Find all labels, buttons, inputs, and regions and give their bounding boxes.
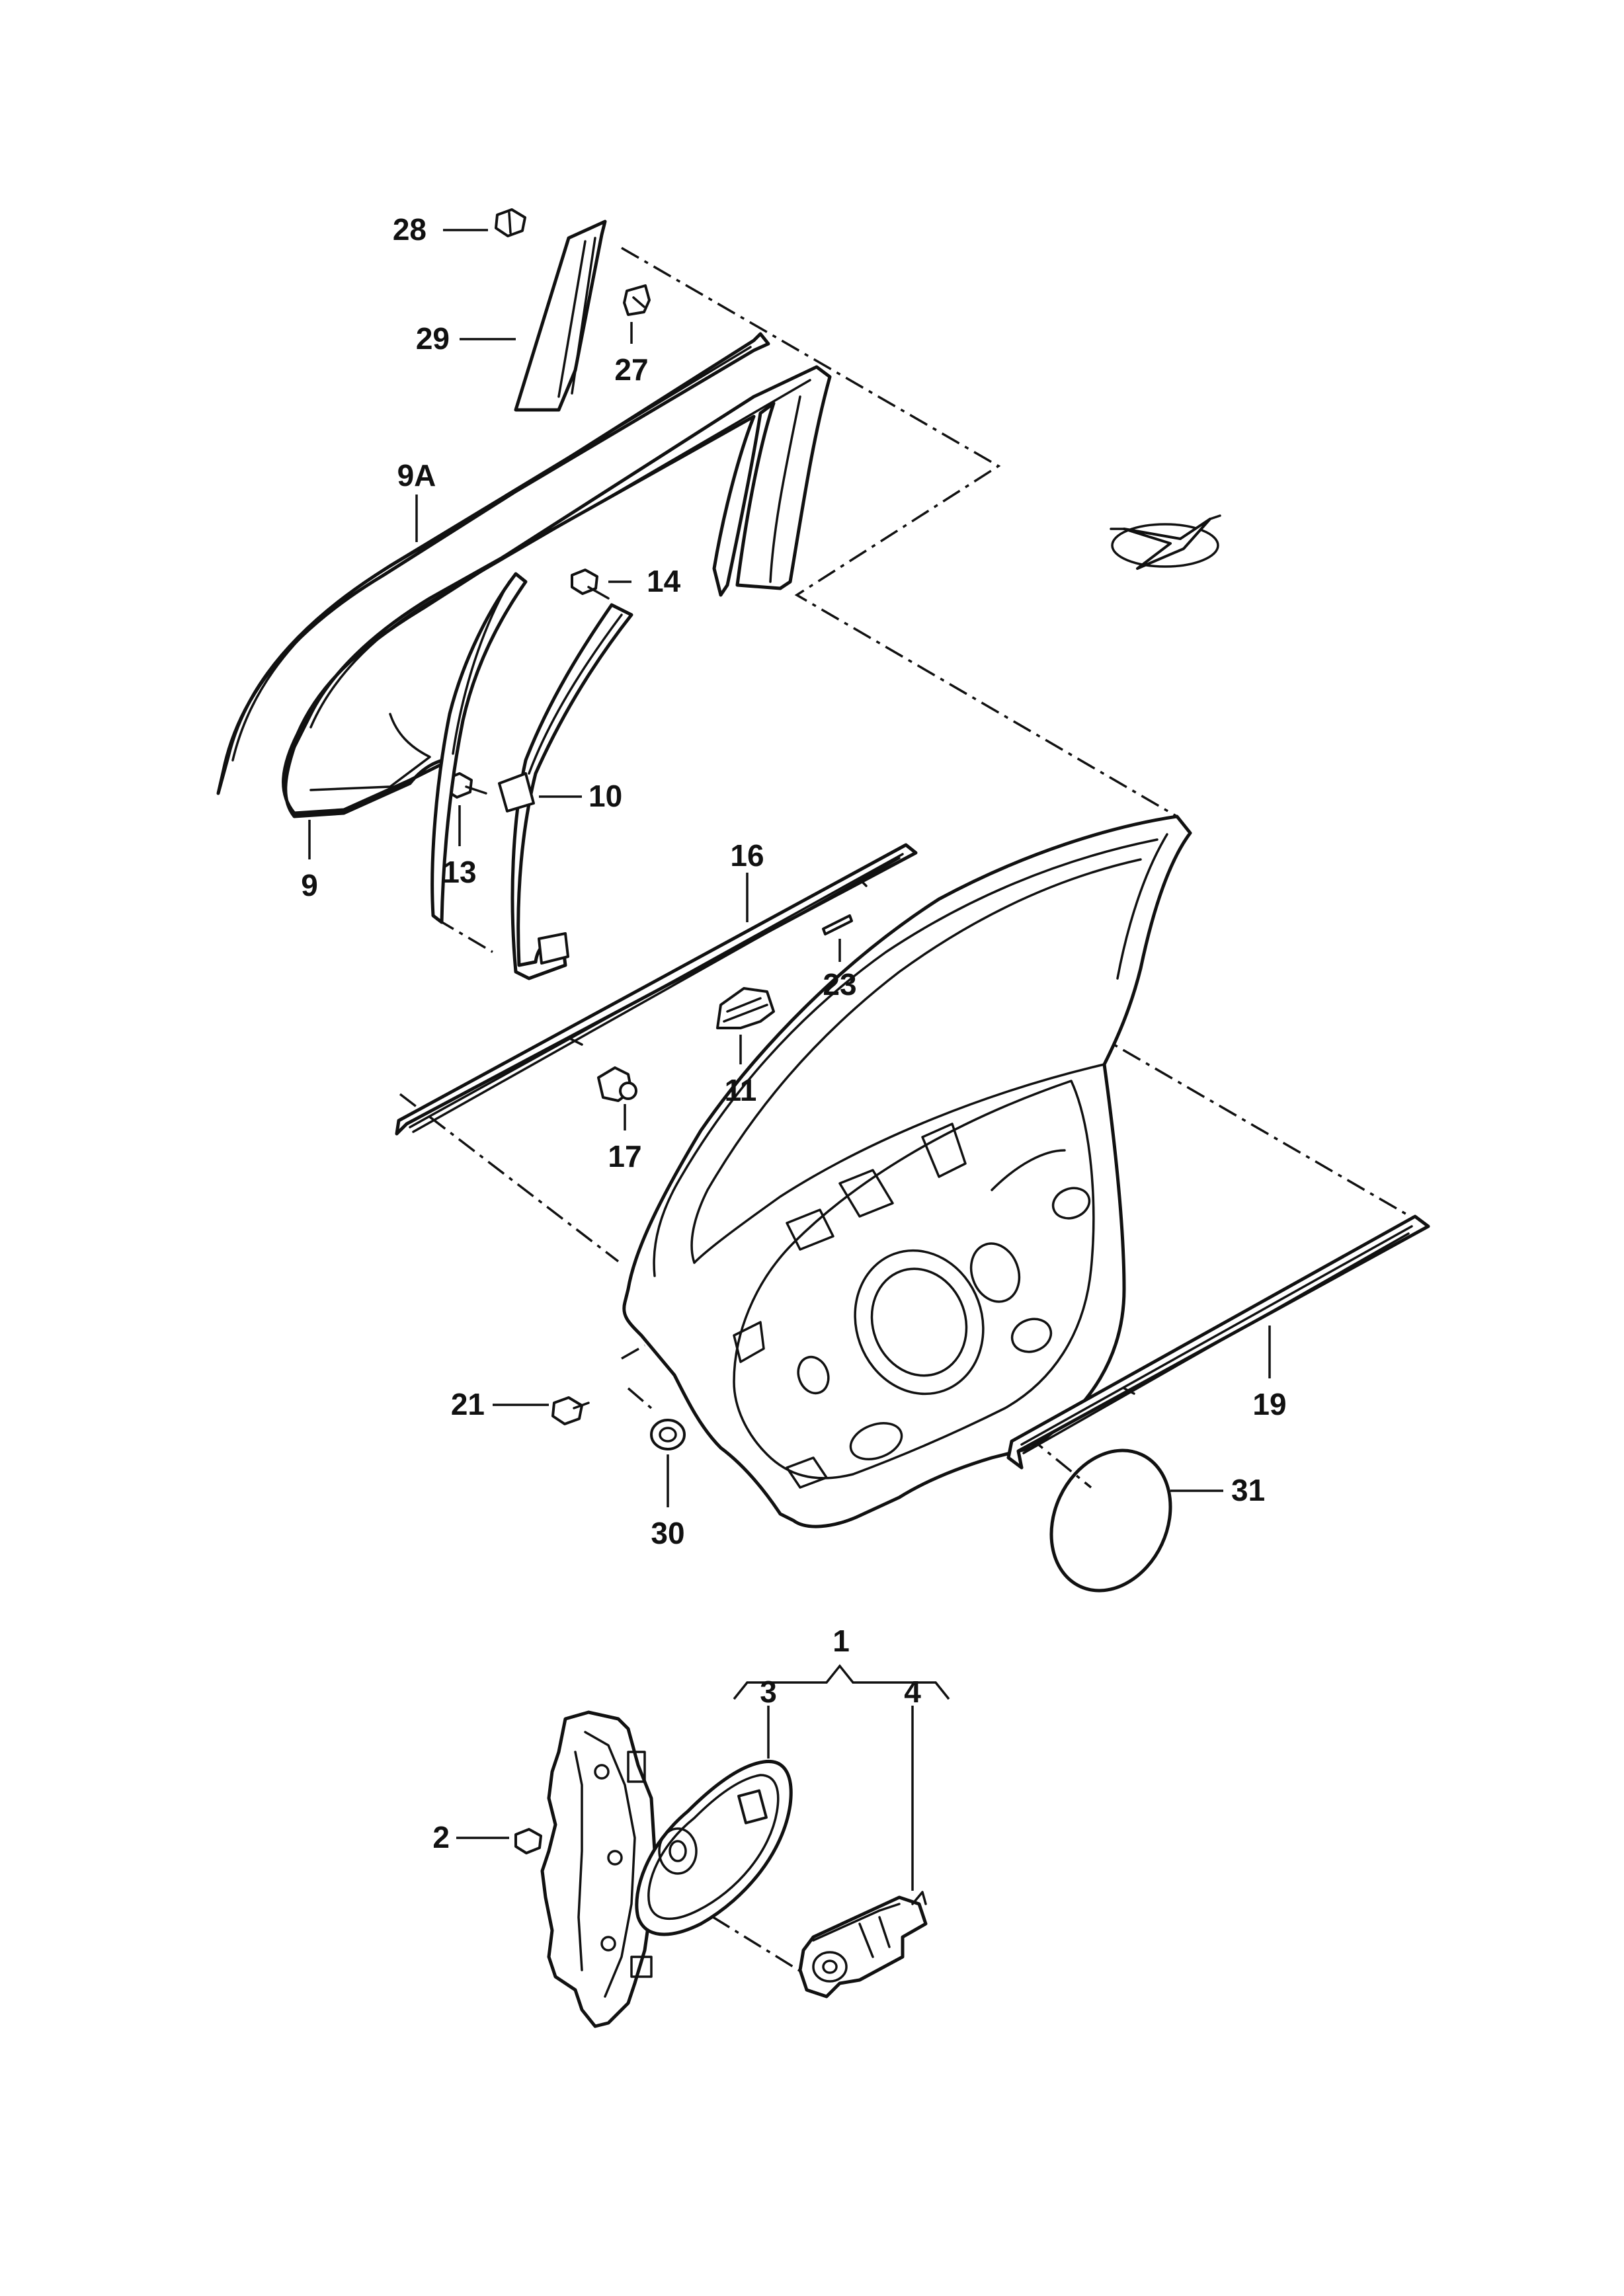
callout-29: 29 bbox=[416, 321, 450, 356]
compass-star-icon bbox=[1110, 514, 1221, 570]
part-16-belt-molding bbox=[395, 843, 918, 1136]
vertical-channel bbox=[430, 572, 528, 924]
part-10-guide-rail bbox=[498, 603, 633, 980]
callout-23: 23 bbox=[823, 967, 856, 1002]
regulator-frame bbox=[540, 1710, 657, 2028]
part-2-screw bbox=[514, 1828, 542, 1854]
part-14-screw bbox=[571, 569, 610, 600]
part-27-clip bbox=[623, 284, 651, 316]
part-23-strip bbox=[822, 914, 853, 935]
callout-30: 30 bbox=[651, 1516, 684, 1550]
part-4-motor bbox=[798, 1891, 928, 1999]
leader-lines bbox=[308, 229, 1271, 1891]
part-9a-seal bbox=[216, 332, 770, 795]
callout-4: 4 bbox=[904, 1675, 921, 1709]
part-19-sill-seal bbox=[1006, 1214, 1430, 1470]
callout-17: 17 bbox=[608, 1139, 641, 1173]
part-29-trim bbox=[514, 219, 607, 412]
callout-labels: 28 29 27 9A 9 13 14 10 16 23 11 17 19 21… bbox=[301, 212, 1286, 1854]
callout-28: 28 bbox=[393, 212, 426, 247]
part-9-frame bbox=[282, 365, 832, 818]
callout-27: 27 bbox=[614, 352, 648, 387]
part-28-clip bbox=[495, 208, 526, 237]
callout-9a: 9A bbox=[397, 458, 436, 493]
part-21-screw bbox=[551, 1396, 590, 1425]
door-inner-panel bbox=[622, 814, 1192, 1528]
callout-3: 3 bbox=[760, 1675, 777, 1709]
callout-19: 19 bbox=[1252, 1387, 1286, 1421]
callout-31: 31 bbox=[1231, 1473, 1265, 1507]
callout-10: 10 bbox=[589, 779, 622, 813]
part-30-grommet bbox=[650, 1419, 686, 1450]
callout-16: 16 bbox=[730, 838, 764, 873]
callout-13: 13 bbox=[442, 855, 476, 889]
part-31-seal-ring bbox=[1049, 1448, 1172, 1593]
callout-2: 2 bbox=[432, 1820, 450, 1854]
callout-14: 14 bbox=[647, 564, 681, 598]
callout-21: 21 bbox=[451, 1387, 485, 1421]
part-11-clip bbox=[716, 987, 775, 1029]
part-17-clip bbox=[597, 1066, 637, 1102]
callout-1: 1 bbox=[832, 1624, 850, 1658]
callout-9: 9 bbox=[301, 868, 318, 902]
group-bracket bbox=[733, 1664, 950, 1700]
part-3-regulator-plate bbox=[635, 1759, 793, 1936]
callout-11: 11 bbox=[725, 1073, 757, 1107]
